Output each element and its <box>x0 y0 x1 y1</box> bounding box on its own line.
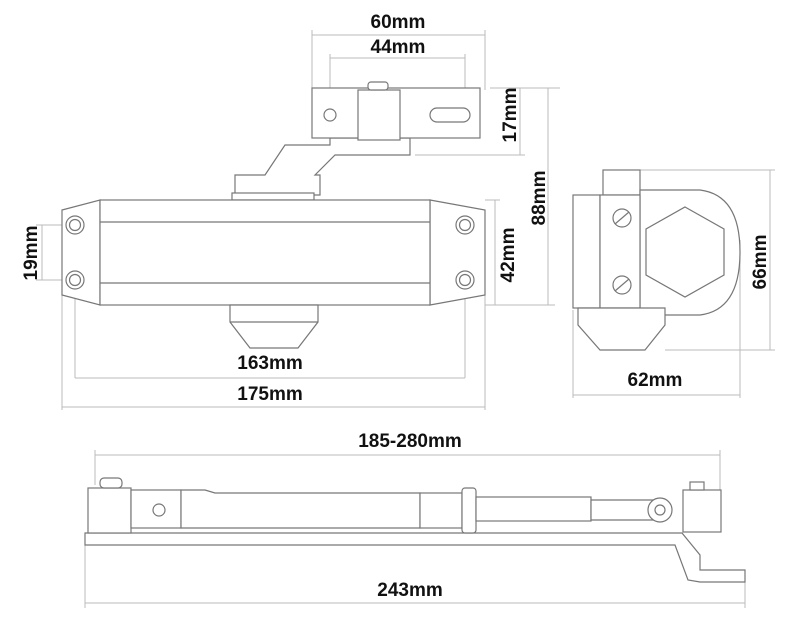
closer-side-view <box>572 169 741 351</box>
mounting-holes <box>65 215 475 290</box>
adjust-nut <box>461 487 477 534</box>
label-arm-adjustable-length: 185-280mm <box>358 431 462 452</box>
label-hole-horizontal-spacing: 163mm <box>237 353 303 374</box>
left-end-cap <box>61 199 101 306</box>
bracket-slot <box>429 107 471 123</box>
right-end-cap <box>429 199 486 306</box>
arm-base-plate <box>84 532 746 583</box>
label-bracket-height: 17mm <box>500 88 521 143</box>
label-body-height: 42mm <box>498 228 519 283</box>
arm-connector <box>234 137 411 196</box>
bracket-hole <box>323 108 337 122</box>
label-arm-total-length: 243mm <box>377 580 443 601</box>
label-bracket-width: 60mm <box>371 12 426 33</box>
label-bracket-hole-spacing: 44mm <box>371 37 426 58</box>
label-hole-vertical-spacing: 19mm <box>21 226 42 281</box>
closer-body <box>99 199 431 306</box>
label-side-height: 66mm <box>750 235 771 290</box>
arm-side-view <box>84 477 746 583</box>
label-total-height: 88mm <box>529 171 550 226</box>
dimension-lines <box>36 30 775 608</box>
closer-front-view <box>61 81 486 349</box>
valve-end <box>229 304 319 349</box>
label-body-length: 175mm <box>237 384 303 405</box>
hex-spindle <box>645 206 725 298</box>
spindle-collar <box>231 192 315 201</box>
label-side-depth: 62mm <box>628 370 683 391</box>
bracket-pivot <box>357 89 401 141</box>
